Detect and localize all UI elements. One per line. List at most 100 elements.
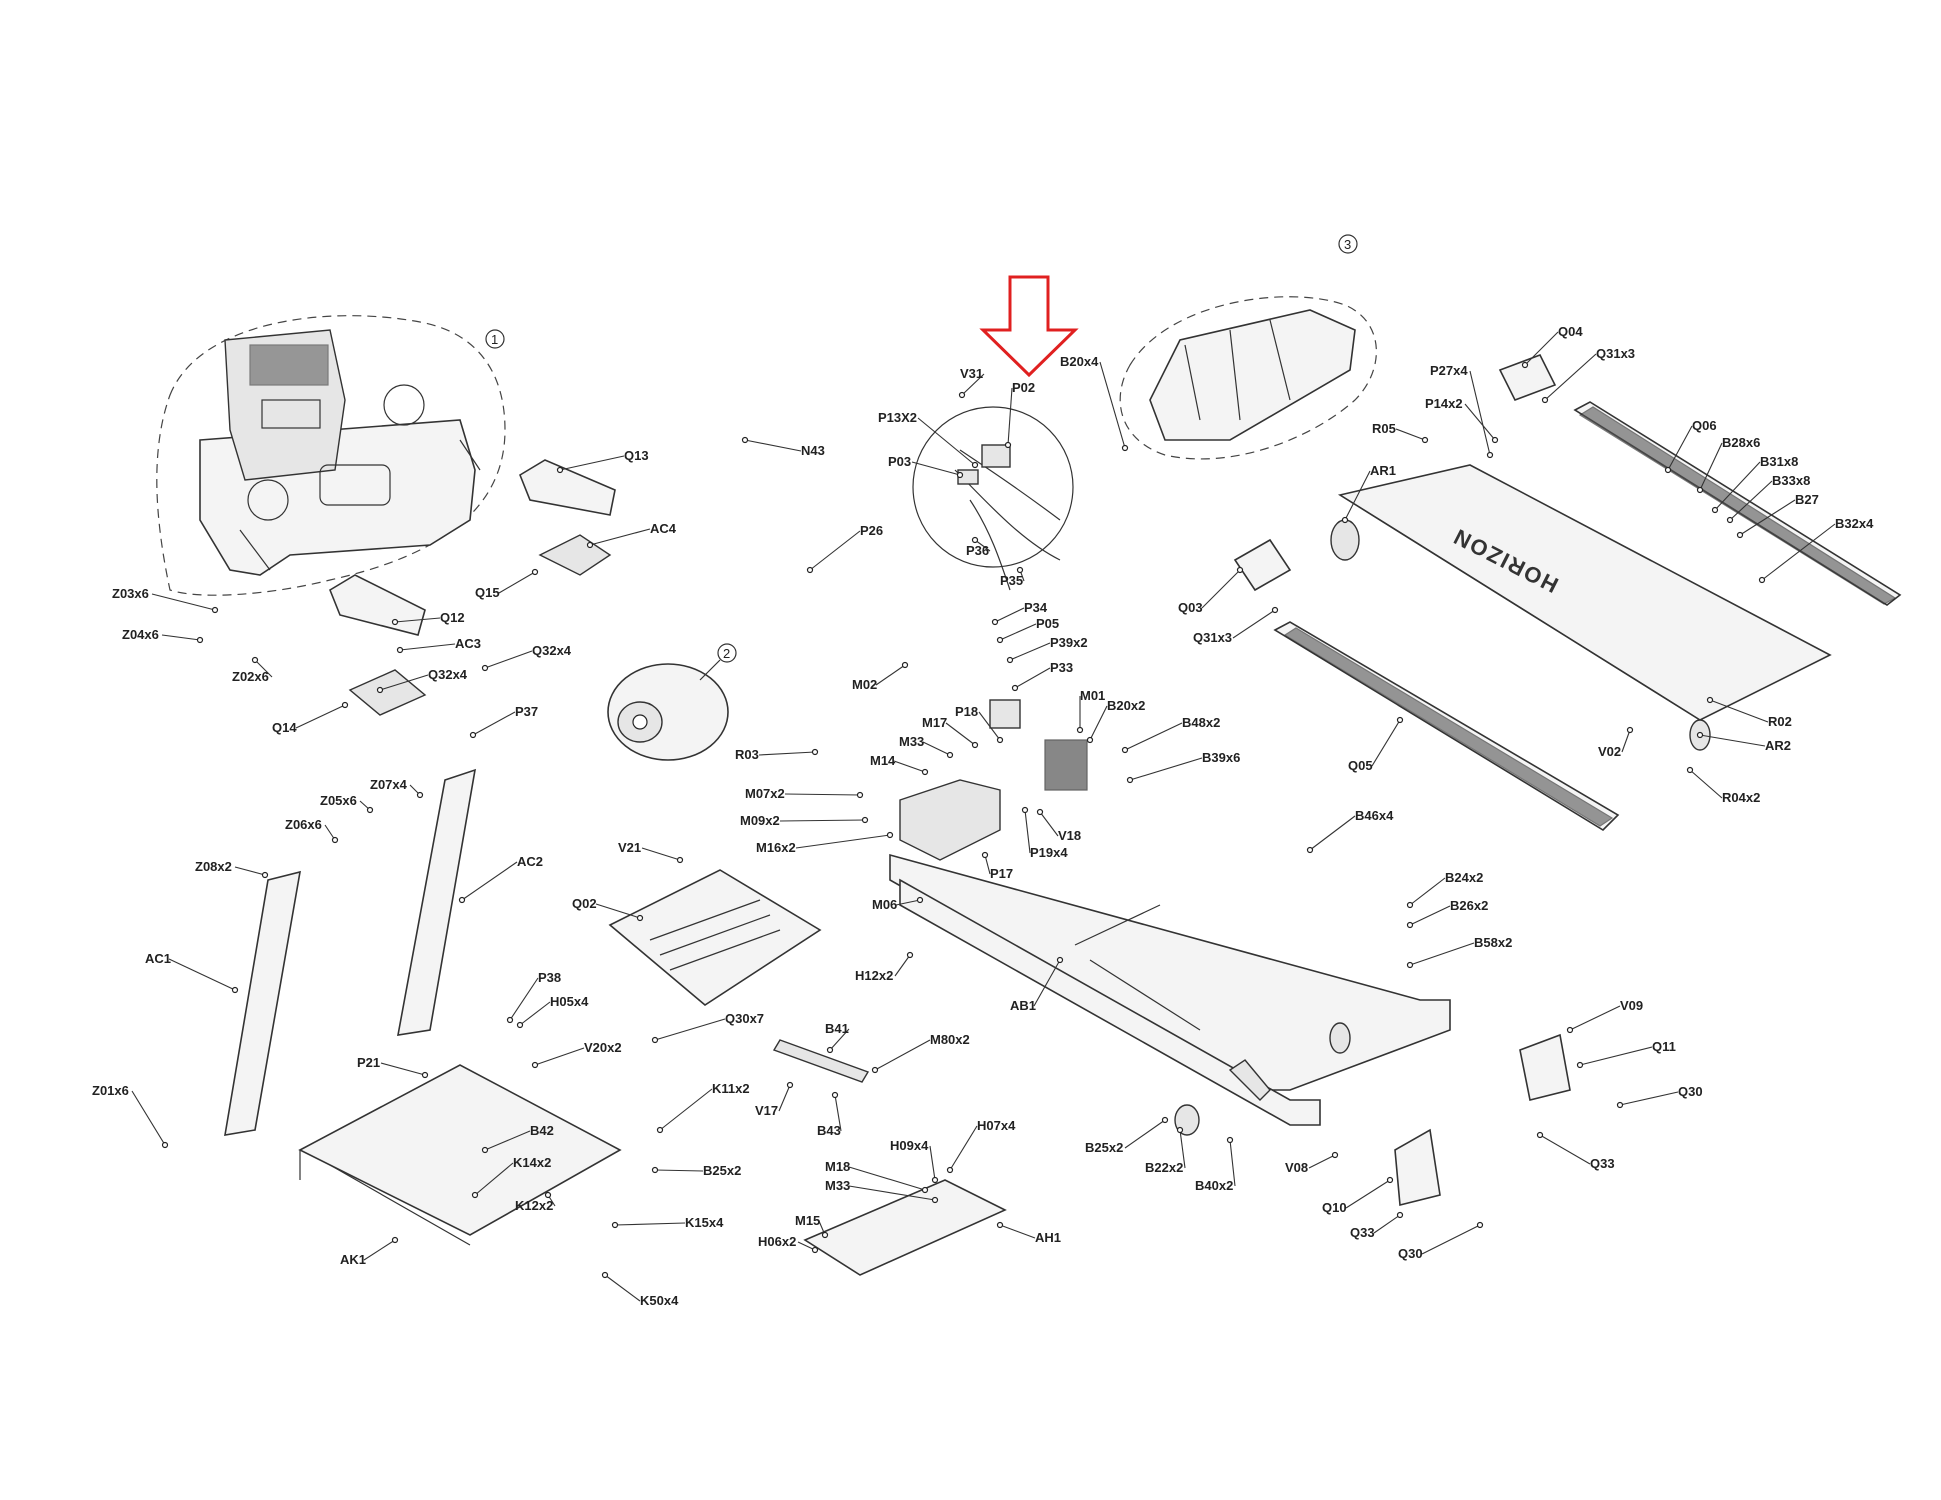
part-callout: M80x2 xyxy=(930,1032,970,1047)
leader-line xyxy=(874,1039,931,1071)
part-callout: Q31x3 xyxy=(1193,630,1232,645)
leader-line xyxy=(895,899,921,906)
leader-line xyxy=(654,1169,704,1172)
leader-line xyxy=(1619,1091,1679,1106)
part-callout: Q02 xyxy=(572,896,597,911)
leader-line xyxy=(949,1125,978,1171)
fastener-mark xyxy=(1004,441,1012,449)
leader-line xyxy=(875,664,906,686)
part-callout: R02 xyxy=(1768,714,1792,729)
leader-lines xyxy=(131,331,1836,1302)
part-callout: Q15 xyxy=(475,585,500,600)
leader-line xyxy=(1699,734,1766,747)
leader-line xyxy=(1409,942,1475,966)
leader-line xyxy=(461,861,518,901)
fastener-mark xyxy=(1696,731,1704,739)
fastener-mark xyxy=(376,686,384,694)
part-callout: M33 xyxy=(899,734,924,749)
fastener-mark xyxy=(506,1016,514,1024)
part-callout: Q30x7 xyxy=(725,1011,764,1026)
part-callout: Q33 xyxy=(1590,1156,1615,1171)
part-callout: Q13 xyxy=(624,448,649,463)
leader-line xyxy=(1007,387,1013,446)
part-callout: Z05x6 xyxy=(320,793,357,808)
part-callout: B25x2 xyxy=(703,1163,741,1178)
part-callout: H12x2 xyxy=(855,968,893,983)
leader-line xyxy=(829,1028,850,1051)
leader-line xyxy=(1179,1129,1186,1169)
part-callout: P35 xyxy=(1000,573,1023,588)
part-callout: Z02x6 xyxy=(232,669,269,684)
group-3-label: 3 xyxy=(1344,237,1351,252)
fastener-mark xyxy=(981,851,989,859)
part-callout: P36 xyxy=(966,543,989,558)
fastener-mark xyxy=(1176,1126,1184,1134)
leader-line xyxy=(1579,1046,1653,1066)
part-callout: Q30 xyxy=(1398,1246,1423,1261)
leader-line xyxy=(1621,729,1631,753)
fastener-mark xyxy=(821,1231,829,1239)
part-callout: M17 xyxy=(922,715,947,730)
fastener-mark xyxy=(1706,696,1714,704)
part-callout: B48x2 xyxy=(1182,715,1220,730)
part-callout: Z07x4 xyxy=(370,777,408,792)
fastener-mark xyxy=(1011,684,1019,692)
part-callout: Q33 xyxy=(1350,1225,1375,1240)
leader-line xyxy=(1714,461,1761,511)
fastener-mark xyxy=(1126,776,1134,784)
part-callout: P18 xyxy=(955,704,978,719)
group-3-outline xyxy=(1119,296,1377,460)
leader-line xyxy=(659,1088,713,1131)
part-callout: B41 xyxy=(825,1021,849,1036)
part-callout: B22x2 xyxy=(1145,1160,1183,1175)
leader-line xyxy=(994,607,1025,623)
fastener-mark xyxy=(396,646,404,654)
leader-line xyxy=(234,866,266,876)
part-callout: P05 xyxy=(1036,616,1059,631)
leader-line xyxy=(1395,428,1426,441)
fastener-mark xyxy=(196,636,204,644)
leader-line xyxy=(1099,361,1126,449)
fastener-mark xyxy=(871,1066,879,1074)
leader-line xyxy=(978,711,1001,741)
console-assembly xyxy=(156,315,506,596)
part-callout: P33 xyxy=(1050,660,1073,675)
part-callout: P13X2 xyxy=(878,410,917,425)
main-frame xyxy=(889,853,1451,1126)
fastener-mark xyxy=(1396,716,1404,724)
part-callout: N43 xyxy=(801,443,825,458)
leader-line xyxy=(999,623,1037,641)
fastener-mark xyxy=(531,568,539,576)
fastener-mark xyxy=(741,436,749,444)
part-callout: B46x4 xyxy=(1355,808,1394,823)
fastener-mark xyxy=(391,1236,399,1244)
leader-line xyxy=(595,903,641,919)
leader-line xyxy=(1014,667,1051,689)
fastener-mark xyxy=(1536,1131,1544,1139)
fastener-mark xyxy=(931,1196,939,1204)
fastener-mark xyxy=(421,1071,429,1079)
leader-line xyxy=(534,1047,585,1066)
part-callout: Q10 xyxy=(1322,1200,1347,1215)
part-callout: AH1 xyxy=(1035,1230,1061,1245)
fastener-mark xyxy=(1306,846,1314,854)
part-callout: K15x4 xyxy=(685,1215,724,1230)
part-callout: V21 xyxy=(618,840,641,855)
fastener-mark xyxy=(971,461,979,469)
fastener-mark xyxy=(531,1061,539,1069)
base-frames xyxy=(298,1064,1007,1276)
leader-line xyxy=(151,593,216,611)
leader-line xyxy=(1129,757,1203,781)
part-callout: V31 xyxy=(960,366,983,381)
part-callout: AK1 xyxy=(340,1252,366,1267)
leader-line xyxy=(1464,403,1496,441)
leader-line xyxy=(1124,722,1183,751)
leader-line xyxy=(922,741,951,756)
part-callout: B39x6 xyxy=(1202,750,1240,765)
part-callout: V02 xyxy=(1598,744,1621,759)
leader-line xyxy=(498,571,536,594)
leader-line xyxy=(911,461,961,476)
leader-line xyxy=(758,751,816,756)
fastener-mark xyxy=(651,1166,659,1174)
fastener-mark xyxy=(1726,516,1734,524)
